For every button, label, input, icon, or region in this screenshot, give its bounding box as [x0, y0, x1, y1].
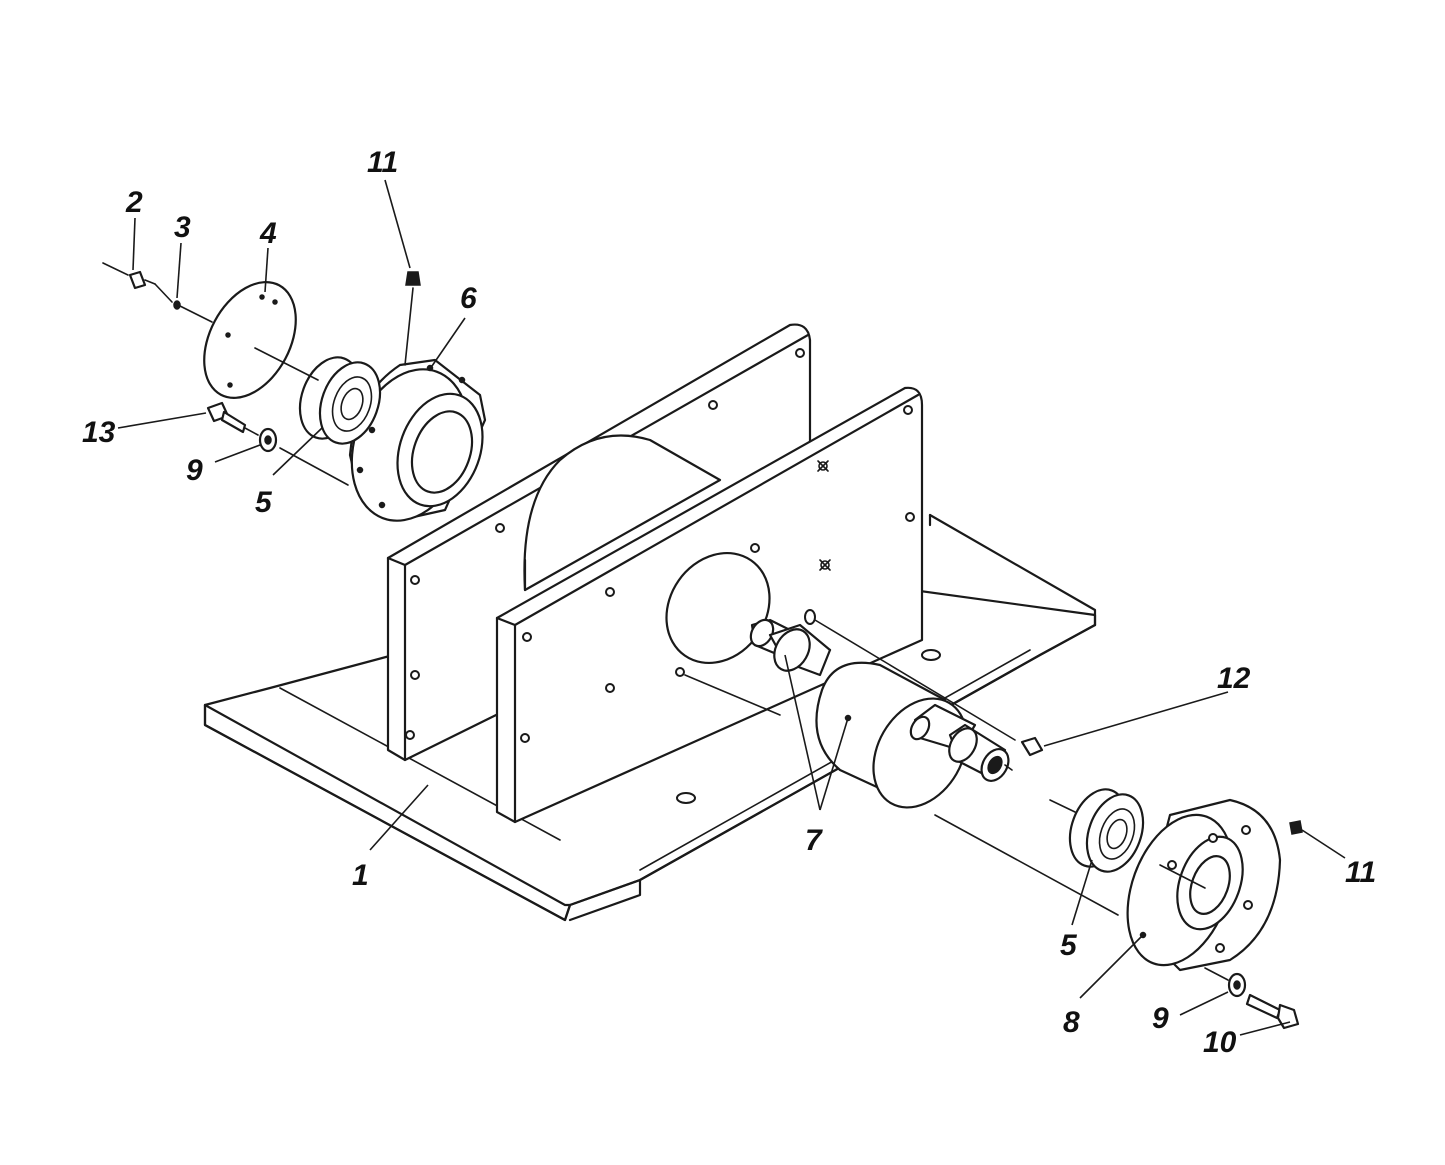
callout-10: 10	[1203, 1026, 1237, 1059]
callout-labels: 1 2 3 4 5 5 6 7 8 9 9 10 11 11 12 13	[82, 146, 1376, 1059]
rear-side-plate	[386, 323, 812, 762]
right-bearing-housing	[1126, 798, 1282, 972]
callout-9-right: 9	[1152, 1002, 1169, 1035]
right-bearing	[1068, 788, 1145, 873]
bearing-cover	[203, 281, 297, 399]
callout-11-top: 11	[367, 146, 398, 179]
callout-6: 6	[460, 282, 477, 315]
left-bearing-housing	[348, 358, 487, 522]
callout-12: 12	[1217, 662, 1251, 695]
callout-7: 7	[805, 824, 823, 857]
callout-3: 3	[174, 211, 191, 244]
callout-8: 8	[1063, 1006, 1080, 1039]
callout-5-left: 5	[255, 486, 273, 519]
fasteners	[128, 270, 1303, 1030]
eccentric-shaft	[749, 618, 1010, 809]
front-side-plate	[495, 386, 924, 824]
callout-9-left: 9	[186, 454, 203, 487]
callout-5-right: 5	[1060, 929, 1078, 962]
leader-lines	[117, 179, 1346, 1036]
callout-13: 13	[82, 416, 116, 449]
callout-11-right: 11	[1345, 856, 1376, 889]
callout-1: 1	[352, 859, 369, 892]
callout-4: 4	[259, 217, 277, 250]
assembly-lines	[102, 262, 1229, 981]
callout-2: 2	[125, 186, 143, 219]
